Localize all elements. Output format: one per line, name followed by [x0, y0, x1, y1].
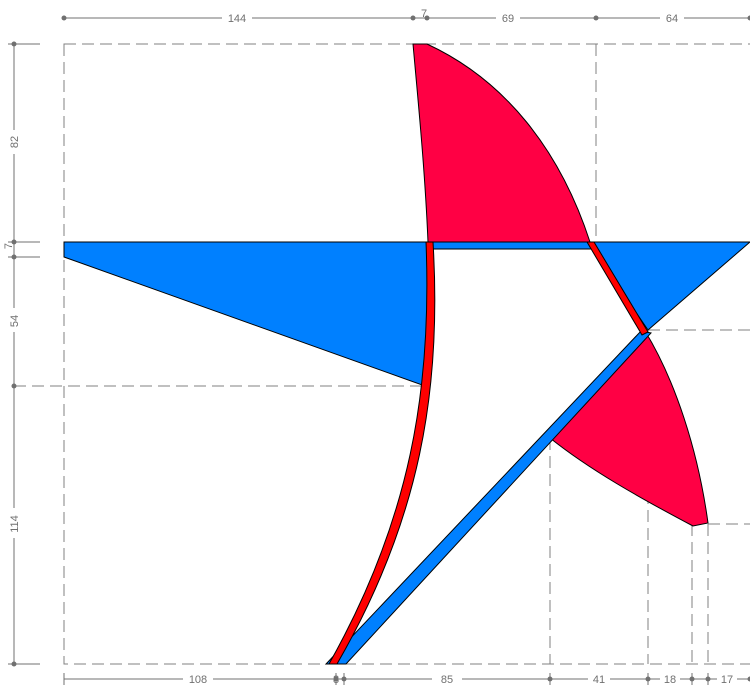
crimson-upper-sector — [412, 43, 591, 243]
crimson-lower-sector — [549, 330, 709, 527]
dimension-label: 18 — [664, 674, 676, 686]
dimension-label: 69 — [502, 13, 514, 25]
top-dimension-chain: 144 7 69 64 — [61, 8, 750, 25]
dimension-label: 54 — [9, 315, 21, 327]
red-diagonal-band — [586, 241, 649, 336]
dimension-label: 144 — [228, 13, 246, 25]
dimension-label: 41 — [593, 674, 605, 686]
red-curved-band — [328, 241, 436, 665]
blue-horizontal-band — [427, 241, 593, 250]
blue-left-wedge — [63, 241, 431, 387]
blue-right-wedge — [587, 241, 750, 331]
dimension-label: 108 — [189, 674, 207, 686]
dimension-label: 17 — [721, 674, 733, 686]
left-dimension-chain: 82 7 54 114 — [3, 41, 40, 667]
dimension-label: 64 — [666, 13, 678, 25]
blue-diagonal-band — [324, 330, 652, 665]
dimension-label: 85 — [441, 674, 453, 686]
dimension-label: 82 — [9, 136, 21, 148]
bottom-dimension-chain: 108 8 85 41 18 17 — [63, 672, 750, 686]
dimension-label: 7 — [421, 8, 427, 20]
dimension-label: 7 — [3, 243, 15, 249]
shapes — [63, 43, 750, 665]
dimension-label: 8 — [333, 674, 339, 686]
dimension-label: 114 — [9, 515, 21, 533]
